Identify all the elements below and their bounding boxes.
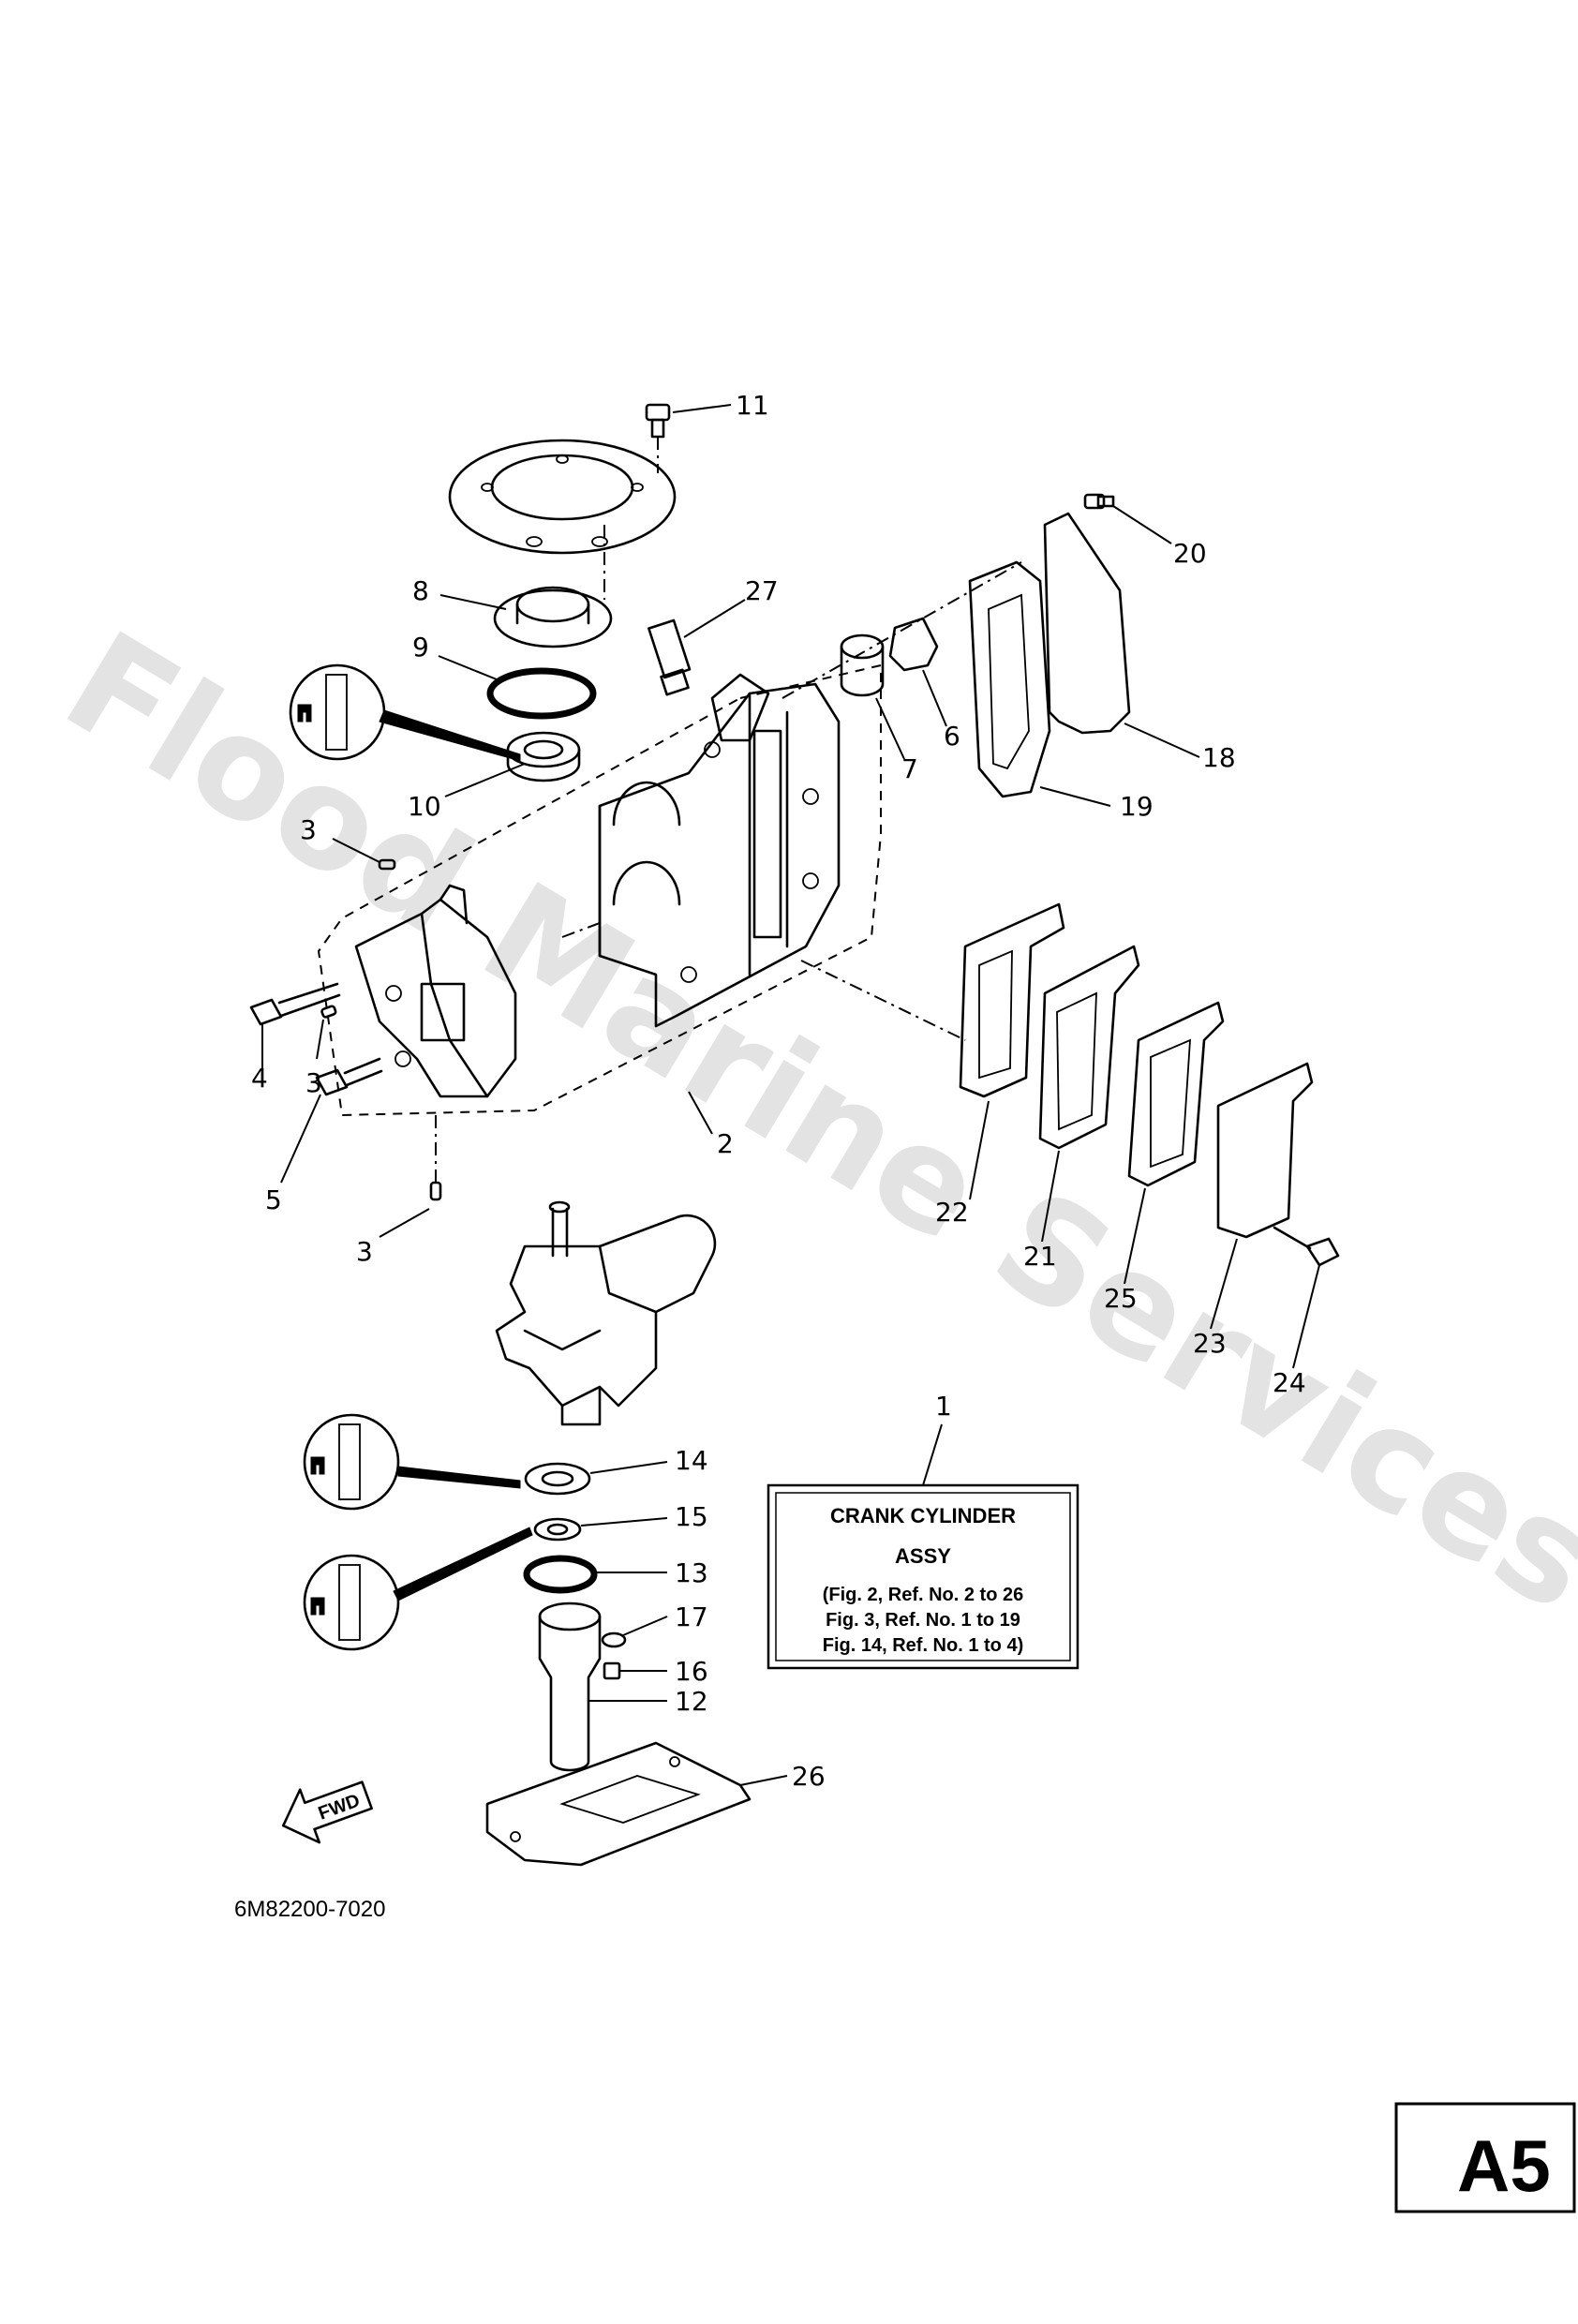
callout-17: 17 (675, 1601, 708, 1632)
assembly-label-box: CRANK CYLINDER ASSY (Fig. 2, Ref. No. 2 … (767, 1423, 1079, 1670)
part-18-cover (1043, 512, 1200, 758)
grease-apply-icon (303, 1527, 533, 1651)
part-17-washer (601, 1616, 668, 1648)
part-25-gasket (1124, 1001, 1225, 1285)
part-27-spark-plug (648, 599, 746, 696)
part-26-gasket (485, 1741, 788, 1867)
part-12-exhaust-tube (538, 1601, 667, 1772)
callout-21: 21 (1023, 1241, 1057, 1272)
page-badge-label: A5 (1457, 2124, 1551, 2207)
callout-3c: 3 (356, 1236, 373, 1267)
part-3-dowel-b (316, 1005, 337, 1060)
callout-13: 13 (675, 1557, 708, 1588)
callout-6: 6 (944, 721, 960, 752)
part-3-dowel-a (332, 838, 396, 871)
callout-4: 4 (251, 1063, 268, 1094)
callout-23: 23 (1193, 1328, 1227, 1359)
callout-14: 14 (675, 1445, 708, 1476)
part-24-bolt (1273, 1226, 1340, 1369)
callout-10: 10 (408, 791, 441, 822)
part-15-oil-seal (533, 1517, 668, 1542)
part-11-bolt (645, 403, 732, 473)
assembly-ref-line2: Fig. 3, Ref. No. 1 to 19 (826, 1610, 1020, 1631)
grease-apply-icon (289, 663, 521, 762)
part-21-reed-valve (1038, 945, 1140, 1243)
callout-labels: 11 8 9 10 27 3 3 3 4 5 2 7 6 19 18 20 22… (251, 390, 1306, 1792)
part-16-bolt (603, 1661, 667, 1680)
part-4-bolt (249, 982, 341, 1078)
callout-18: 18 (1202, 742, 1236, 773)
callout-24: 24 (1273, 1367, 1306, 1398)
callout-3a: 3 (300, 814, 317, 845)
part-2-crankcase-cover (354, 884, 713, 1135)
callout-25: 25 (1104, 1283, 1138, 1314)
callout-11: 11 (736, 390, 769, 421)
callout-2: 2 (717, 1128, 734, 1159)
callout-8: 8 (412, 575, 429, 606)
part-top-cover-plate (448, 439, 677, 600)
assembly-ref-line3: Fig. 14, Ref. No. 1 to 4) (823, 1635, 1023, 1656)
page-badge: A5 (1394, 2102, 1576, 2213)
watermark-text: Flood Marine Services (38, 602, 1578, 1644)
part-13-o-ring (523, 1555, 667, 1594)
assembly-ref-line1: (Fig. 2, Ref. No. 2 to 26 (823, 1585, 1023, 1605)
grease-apply-icon (303, 1413, 521, 1511)
callout-1: 1 (935, 1391, 952, 1422)
callout-5: 5 (265, 1184, 282, 1215)
part-20-bolt (1083, 493, 1172, 544)
callout-22: 22 (935, 1197, 969, 1228)
drawing-code: 6M82200-7020 (234, 1897, 385, 1922)
part-14-oil-seal (524, 1461, 668, 1496)
fwd-arrow-icon: FWD (281, 1780, 373, 1844)
part-crankshaft (495, 1200, 717, 1426)
callout-26: 26 (792, 1761, 826, 1792)
part-6-thermostat-cover (782, 561, 1022, 727)
assembly-title-line1: CRANK CYLINDER (830, 1504, 1016, 1527)
part-5-bolt (280, 1057, 383, 1184)
callout-27: 27 (745, 575, 779, 606)
part-9-o-ring (438, 655, 597, 720)
part-23-cover-plate (1210, 1062, 1314, 1330)
callout-9: 9 (412, 632, 429, 663)
callout-20: 20 (1173, 538, 1207, 569)
part-crankcase-block (317, 663, 882, 1117)
part-19-gasket (968, 560, 1111, 807)
part-10-oil-seal (444, 731, 581, 797)
callout-7: 7 (901, 753, 918, 784)
callout-12: 12 (675, 1686, 708, 1717)
callout-3b: 3 (305, 1067, 322, 1098)
part-22-gasket (800, 902, 1065, 1200)
part-7-thermostat (840, 633, 905, 760)
assembly-title-line2: ASSY (895, 1544, 951, 1568)
callout-16: 16 (675, 1656, 708, 1687)
callout-19: 19 (1120, 791, 1154, 822)
part-3-dowel-c (379, 1115, 442, 1238)
callout-15: 15 (675, 1501, 708, 1532)
part-8-seal-housing (439, 586, 613, 648)
